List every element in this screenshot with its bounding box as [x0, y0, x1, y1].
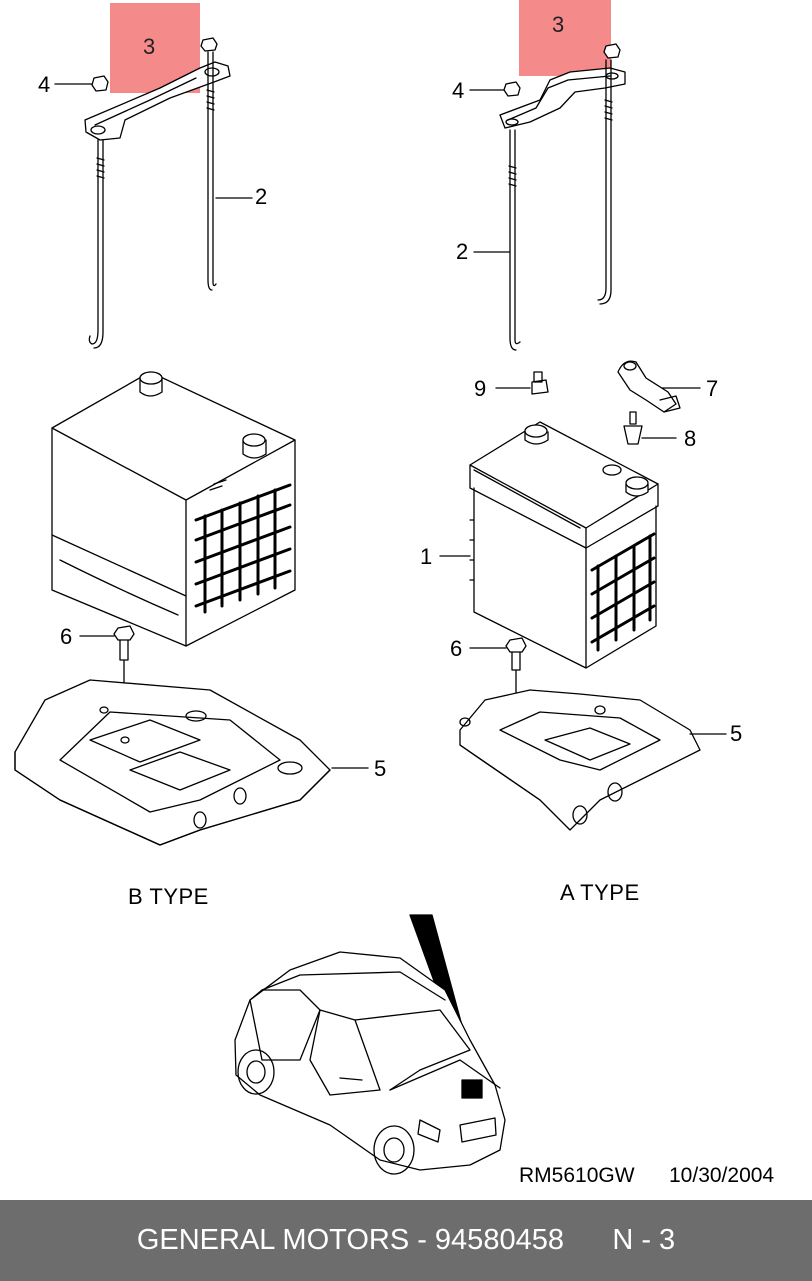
- footer-spacer: [564, 1224, 612, 1257]
- a-nut-right: [603, 43, 621, 59]
- a-rod-right: [597, 59, 613, 305]
- label-b-4: 4: [38, 72, 51, 97]
- label-a-1: 1: [420, 544, 433, 569]
- label-b-2: 2: [255, 184, 268, 209]
- caption-a-type: A TYPE: [560, 880, 640, 905]
- a-terminal-cap: [495, 371, 549, 395]
- car-outline: [234, 914, 506, 1175]
- footer-page: N - 3: [612, 1224, 676, 1256]
- label-b-5: 5: [374, 756, 387, 781]
- b-nut-left: [54, 75, 109, 92]
- label-a-7: 7: [706, 376, 719, 401]
- drawing-date: 10/30/2004: [669, 1164, 775, 1187]
- b-hold-down-bracket: [84, 61, 231, 141]
- a-hold-down-bracket: [499, 67, 626, 129]
- highlight-b-bracket: 3: [110, 3, 200, 93]
- drawing-code: RM5610GW: [519, 1164, 635, 1187]
- label-a-8: 8: [684, 426, 697, 451]
- label-a-9: 9: [474, 376, 487, 401]
- highlight-a-bracket: 3: [519, 0, 611, 76]
- a-rod-left: [473, 129, 521, 351]
- label-a-3: 3: [552, 12, 565, 37]
- a-terminal-bolt: [623, 411, 677, 445]
- a-terminal-clamp: [617, 360, 701, 413]
- label-a-6: 6: [450, 636, 463, 661]
- label-b-6: 6: [60, 624, 73, 649]
- a-battery: [439, 421, 659, 669]
- label-a-4: 4: [452, 78, 465, 103]
- b-nut-right: [200, 37, 218, 52]
- footer-brand-part: GENERAL MOTORS - 94580458: [136, 1224, 564, 1256]
- label-a-5: 5: [730, 721, 743, 746]
- label-b-3: 3: [143, 34, 156, 59]
- b-battery: [51, 371, 296, 647]
- b-rod-right: [206, 51, 253, 291]
- label-a-2: 2: [456, 239, 469, 264]
- b-rod-left: [88, 139, 105, 349]
- caption-b-type: B TYPE: [128, 884, 209, 909]
- parts-diagram: [14, 37, 727, 1175]
- a-battery-tray: [459, 689, 727, 831]
- b-battery-tray: [14, 679, 369, 846]
- a-nut-left: [469, 81, 521, 97]
- footer-bar: GENERAL MOTORS - 94580458 N - 3: [0, 1200, 812, 1281]
